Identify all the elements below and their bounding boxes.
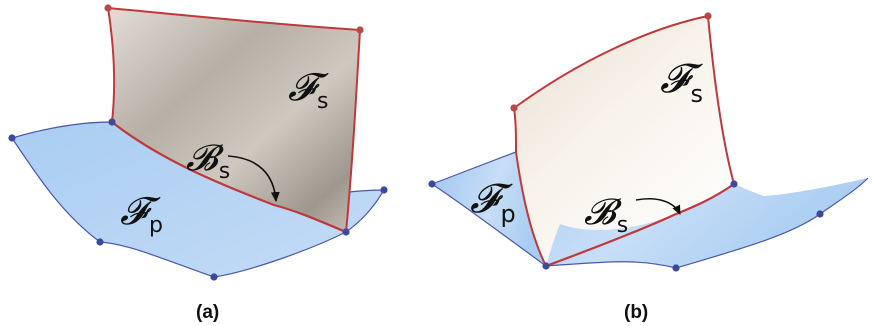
panel-b-arrow bbox=[635, 198, 681, 215]
panel-b-side-vertex bbox=[704, 12, 712, 20]
panel-b-vertex bbox=[542, 262, 550, 270]
panel-b-planar-edge-top bbox=[431, 151, 517, 185]
panel-a-vertex bbox=[96, 238, 104, 246]
panel-b-vertex bbox=[816, 210, 824, 218]
panel-b-vertex bbox=[428, 180, 436, 188]
panel-b-side-surface bbox=[514, 16, 734, 266]
panel-a-side-surface bbox=[108, 8, 360, 232]
panel-a-side-vertex bbox=[104, 4, 112, 12]
panel-a-vertex bbox=[108, 118, 116, 126]
panel-a-vertex bbox=[210, 273, 218, 281]
panel-a-side-vertex bbox=[356, 26, 364, 34]
panel-b-vertex bbox=[730, 180, 738, 188]
panel-a: 𝓕s 𝓑s 𝓕p (a) bbox=[8, 4, 388, 323]
panel-b-label-bs: 𝓑s bbox=[584, 192, 628, 238]
panel-a-vertex bbox=[380, 186, 388, 194]
panel-a-side-edge bbox=[106, 6, 362, 233]
panel-b-planar-left bbox=[432, 152, 546, 266]
panel-a-vertex bbox=[342, 228, 350, 236]
panel-a-arrow bbox=[227, 155, 280, 203]
panel-b-side-vertex bbox=[510, 104, 518, 112]
panel-b-boundary-curve bbox=[545, 183, 735, 268]
panel-b-vertex bbox=[672, 264, 680, 272]
panel-a-vertex bbox=[8, 134, 16, 142]
panel-a-caption: (a) bbox=[196, 302, 219, 323]
panel-b-side-edge bbox=[512, 14, 735, 267]
panel-b: 𝓕s 𝓑s 𝓕p (b) bbox=[428, 12, 869, 323]
panel-a-boundary-curve bbox=[111, 121, 347, 234]
panel-a-label-bs: 𝓑s bbox=[186, 138, 230, 184]
panel-b-caption: (b) bbox=[624, 302, 648, 323]
